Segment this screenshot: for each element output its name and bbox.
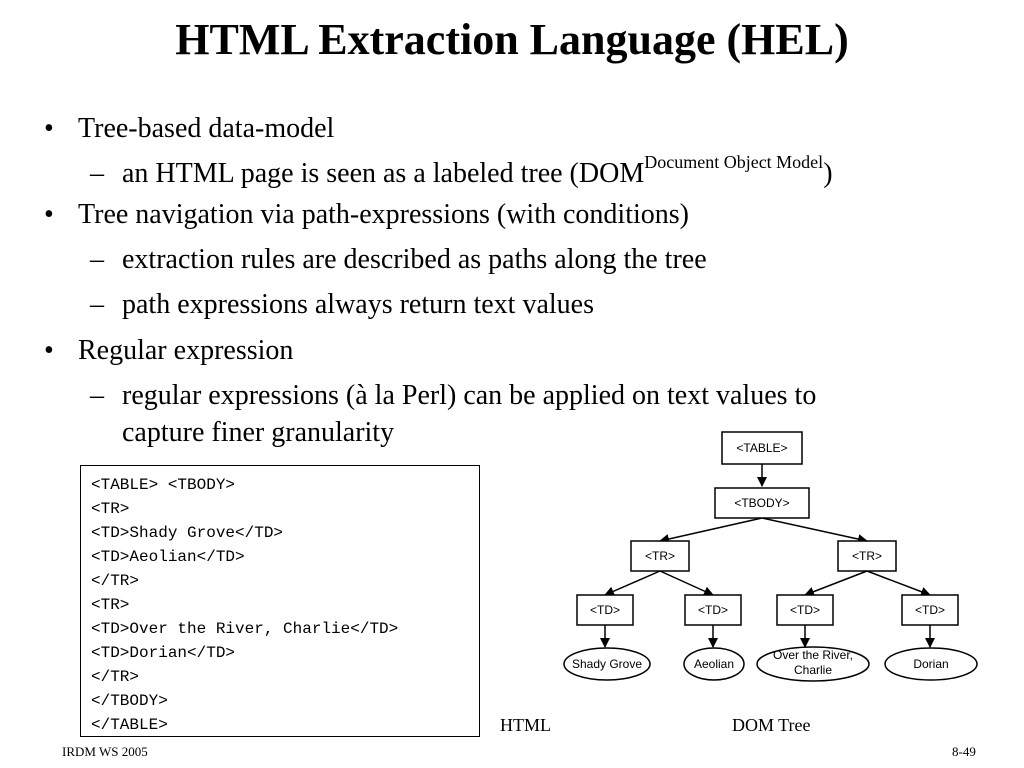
edge-tr1-td2 (659, 570, 714, 596)
subbullet-regex-line2: capture finer granularity (122, 417, 395, 448)
bullet-marker: • (44, 335, 54, 366)
footer-page-number: 8-49 (952, 744, 976, 759)
leaf-text: Over the River, (773, 648, 853, 662)
bullet-tree-navigation: Tree navigation via path-expressions (wi… (78, 199, 689, 230)
subbullet-path-expressions: path expressions always return text valu… (122, 289, 594, 320)
code-line: <TABLE> <TBODY> (91, 476, 236, 494)
footer-course: IRDM WS 2005 (62, 744, 148, 759)
subbullet-regex-line1: regular expressions (à la Perl) can be a… (122, 380, 817, 411)
dash-marker: – (90, 380, 104, 411)
code-line: <TR> (91, 596, 130, 614)
leaf-text: Shady Grove (572, 657, 642, 671)
label-td: <TD> (698, 603, 728, 617)
code-line: <TR> (91, 500, 130, 518)
label-tr: <TR> (645, 549, 675, 563)
code-line: </TBODY> (91, 692, 168, 710)
node-tbody (714, 487, 810, 519)
edge-tbody-tr2 (761, 517, 868, 544)
code-line: <TD>Shady Grove</TD> (91, 524, 284, 542)
edge-tr1-td1 (604, 570, 661, 596)
dash-marker: – (90, 244, 104, 275)
slide-title: HTML Extraction Language (HEL) (175, 15, 849, 64)
bullet-tree-model: Tree-based data-model (78, 113, 335, 144)
label-td: <TD> (590, 603, 620, 617)
label-td: <TD> (790, 603, 820, 617)
leaf-over-the-river (756, 646, 870, 682)
code-line: </TABLE> (91, 716, 168, 734)
caption-dom-tree: DOM Tree (732, 715, 811, 735)
leaf-text: Dorian (913, 657, 948, 671)
edge-tr2-td1 (804, 570, 868, 597)
label-tbody: <TBODY> (734, 496, 789, 510)
label-table: <TABLE> (736, 441, 787, 455)
bullet-marker: • (44, 113, 54, 144)
bullet-marker: • (44, 199, 54, 230)
dash-marker: – (90, 158, 104, 189)
leaf-aeolian (683, 647, 745, 681)
caption-html: HTML (500, 715, 551, 735)
node-tr-1 (630, 540, 690, 572)
subbullet-labeled-tree: an HTML page is seen as a labeled tree (… (122, 152, 833, 189)
subbullet-extraction-rules: extraction rules are described as paths … (122, 244, 707, 275)
label-tr: <TR> (852, 549, 882, 563)
dash-marker: – (90, 289, 104, 320)
leaf-dorian (884, 647, 978, 681)
edge-tbody-tr1 (659, 517, 763, 544)
html-code-box: <TABLE> <TBODY> <TR> <TD>Shady Grove</TD… (80, 465, 480, 737)
code-line: </TR> (91, 668, 140, 686)
node-tr-2 (837, 540, 897, 572)
node-td-1 (576, 594, 634, 626)
edge-tr2-td2 (866, 570, 931, 597)
code-line: <TD>Over the River, Charlie</TD> (91, 620, 399, 638)
leaf-text: Aeolian (694, 657, 734, 671)
node-td-4 (901, 594, 959, 626)
dom-superscript: Document Object Model (644, 152, 824, 172)
label-td: <TD> (915, 603, 945, 617)
code-line: </TR> (91, 572, 140, 590)
node-td-3 (776, 594, 834, 626)
code-line: <TD>Dorian</TD> (91, 644, 236, 662)
leaf-shady-grove (563, 647, 651, 681)
node-table (721, 431, 803, 465)
code-line: <TD>Aeolian</TD> (91, 548, 245, 566)
leaf-text: Charlie (794, 663, 832, 677)
bullet-regular-expression: Regular expression (78, 335, 294, 366)
dom-tree-diagram: <TABLE> <TBODY> <TR> <TR> <TD> <TD> <TD>… (563, 431, 978, 682)
node-td-2 (684, 594, 742, 626)
